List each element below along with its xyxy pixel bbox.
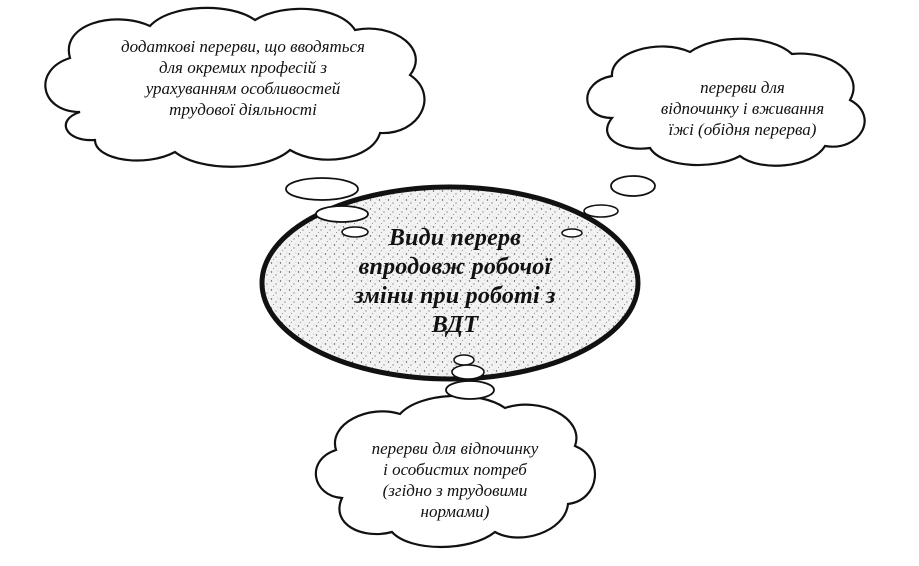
cloud-top-right-line: перерви для	[700, 78, 785, 97]
cloud-top-right-line: відпочинку і вживання	[660, 99, 825, 118]
cloud-bottom-label: перерви для відпочинку і особистих потре…	[340, 438, 570, 522]
cloud-top-left-line: для окремих професій з	[159, 58, 327, 77]
cloud-top-left-line: урахуванням особливостей	[145, 79, 341, 98]
cloud-top-left-line: додаткові перерви, що вводяться	[121, 37, 365, 56]
connector-bubbles-left	[285, 177, 369, 238]
center-title-line: зміни при роботі з	[354, 283, 556, 309]
cloud-top-left-label: додаткові перерви, що вводяться для окре…	[78, 36, 408, 120]
center-title-line: впродовж робочої	[358, 254, 552, 280]
connector-bubbles-right	[561, 175, 656, 238]
center-title-line: Види перерв	[388, 225, 522, 251]
cloud-bottom-line: і особистих потреб	[383, 460, 527, 479]
cloud-top-right-line: їжі (обідня перерва)	[668, 120, 817, 139]
cloud-bottom-line: перерви для відпочинку	[371, 439, 539, 458]
cloud-bottom-line: нормами)	[420, 502, 490, 521]
connector-bubbles-bottom	[445, 354, 495, 400]
center-title: Види перерв впродовж робочої зміни при р…	[305, 224, 605, 340]
center-title-line: ВДТ	[431, 312, 479, 338]
cloud-bottom-line: (згідно з трудовими	[382, 481, 528, 500]
cloud-top-left	[44, 6, 426, 168]
cloud-top-right-label: перерви для відпочинку і вживання їжі (о…	[625, 77, 860, 140]
cloud-top-left-line: трудової діяльності	[169, 100, 317, 119]
cloud-top-right	[586, 37, 866, 167]
cloud-bottom	[314, 394, 597, 548]
